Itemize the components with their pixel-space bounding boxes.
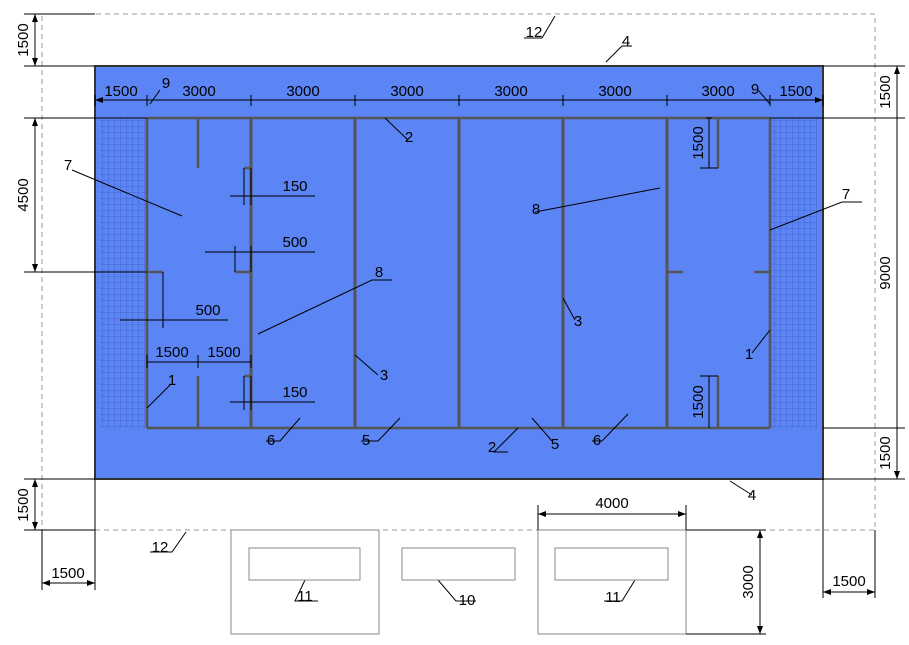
callout-7-right: 7 [842, 186, 850, 203]
callout-5-a: 5 [362, 432, 370, 449]
dim-right-top: 1500 [877, 75, 894, 108]
dim-top-1: 1500 [104, 83, 137, 100]
callout-9-right: 9 [751, 81, 759, 98]
dim-bottom-right: 1500 [832, 573, 865, 590]
dim-150-top: 150 [282, 178, 307, 195]
callout-2-bottom: 2 [488, 439, 496, 456]
bottom-right-dimension [822, 479, 876, 598]
dim-right-1500-top: 1500 [690, 126, 707, 159]
callout-1-left: 1 [168, 372, 176, 389]
callout-3-right: 3 [574, 313, 582, 330]
dim-top-3: 3000 [286, 83, 319, 100]
dim-annex-width: 4000 [595, 495, 628, 512]
callout-8-left: 8 [375, 264, 383, 281]
annex-left-box [248, 547, 361, 581]
right-dimension-lines [770, 65, 905, 480]
callout-10: 10 [459, 592, 476, 609]
annex-dimension-lines [537, 505, 766, 635]
callout-5-b: 5 [551, 436, 559, 453]
annex-right-outline [537, 529, 687, 635]
callout-6-a: 6 [267, 432, 275, 449]
dim-right-1500-bottom: 1500 [690, 385, 707, 418]
dim-top-8: 1500 [779, 83, 812, 100]
callout-8-right: 8 [532, 201, 540, 218]
callout-12-top: 12 [526, 24, 543, 41]
dim-top-7: 3000 [701, 83, 734, 100]
callout-3-left: 3 [380, 367, 388, 384]
inner-dimension-lines [120, 117, 718, 428]
callout-11-right: 11 [605, 589, 621, 606]
dim-top-2: 3000 [182, 83, 215, 100]
callout-4-top: 4 [622, 33, 630, 50]
wall-stubs-left [147, 118, 251, 428]
dim-annex-height: 3000 [740, 565, 757, 598]
annex-left-outline [230, 529, 380, 635]
mesh-strip-left [100, 118, 147, 428]
callout-leaders [71, 15, 862, 602]
dim-left-mid: 4500 [15, 178, 32, 211]
annex-right-box [554, 547, 669, 581]
dim-top-5: 3000 [494, 83, 527, 100]
callout-12-bottom: 12 [152, 539, 169, 556]
bottom-left-dimension [41, 479, 96, 590]
dim-left-bottom: 1500 [15, 488, 32, 521]
dim-left-top: 1500 [15, 23, 32, 56]
callout-7-left: 7 [64, 157, 72, 174]
callout-1-right: 1 [745, 346, 753, 363]
callout-2-top: 2 [405, 129, 413, 146]
dim-bottom-left: 1500 [51, 565, 84, 582]
dim-top-4: 3000 [390, 83, 423, 100]
dim-500-mid: 500 [195, 302, 220, 319]
dim-500-top: 500 [282, 234, 307, 251]
top-dimension-chain [94, 95, 824, 106]
dim-top-6: 3000 [598, 83, 631, 100]
mesh-strip-right [770, 118, 817, 428]
left-dimension-lines [24, 13, 147, 531]
annex-buildings [230, 529, 687, 635]
dim-1500-a: 1500 [155, 344, 188, 361]
callout-6-b: 6 [593, 432, 601, 449]
callout-9-left: 9 [162, 75, 170, 92]
callout-11-left: 11 [297, 588, 313, 605]
dim-right-mid: 9000 [877, 256, 894, 289]
callout-4-bottom: 4 [748, 487, 756, 504]
dim-150-bottom: 150 [282, 384, 307, 401]
dim-right-bottom: 1500 [877, 436, 894, 469]
annex-middle-box [401, 547, 516, 581]
dim-1500-b: 1500 [207, 344, 240, 361]
wall-stubs-right [667, 118, 770, 428]
dimension-arrowheads [32, 14, 900, 634]
